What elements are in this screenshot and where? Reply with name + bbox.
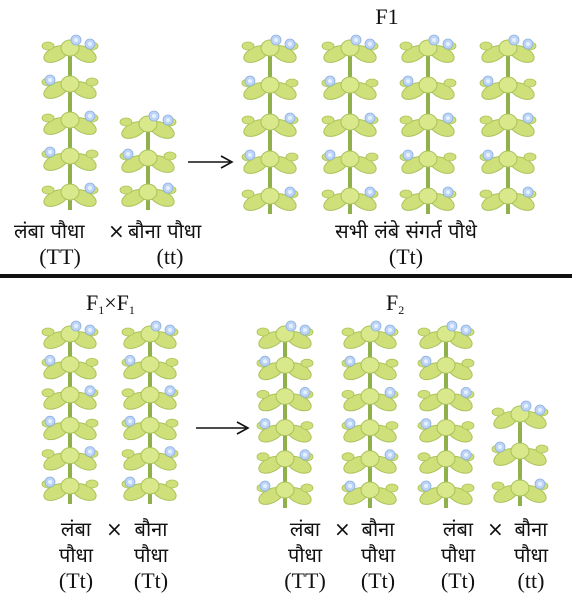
parent-tall-label: लंबा पौधा — [14, 220, 85, 242]
left-cross-sign: × — [106, 518, 123, 540]
plant-f2-2 — [341, 321, 398, 508]
plant-f1-cross-1 — [41, 321, 98, 504]
left-dwarf-genotype: (Tt) — [134, 570, 168, 592]
f2-pair1-tall-line2: पौधा — [288, 544, 322, 566]
arrow-parents-to-f1 — [188, 156, 232, 168]
parent-dwarf-genotype: (tt) — [157, 246, 184, 268]
f2-pair1-dwarf-line2: पौधा — [361, 544, 395, 566]
arrows-layer — [188, 156, 248, 434]
arrow-f1-to-f2 — [196, 422, 248, 434]
f1-title: F1 — [375, 6, 398, 28]
parent-dwarf-label: बौना पौधा — [128, 220, 201, 242]
left-dwarf-line2: पौधा — [134, 544, 168, 566]
plant-f2-1 — [256, 321, 313, 508]
f2-pair1-dwarf-line1: बौना — [362, 518, 395, 540]
plant-f1-1 — [241, 35, 298, 214]
f2-pair2-dwarf-line1: बौना — [515, 518, 548, 540]
f2-pair2-dwarf-line2: पौधा — [514, 544, 548, 566]
plant-dwarf-parent — [119, 111, 176, 210]
plant-f1-2 — [321, 35, 378, 214]
plant-tall-parent — [41, 35, 98, 210]
cross-sign: × — [108, 220, 125, 242]
left-tall-line2: पौधा — [59, 544, 93, 566]
offspring-genotype: (Tt) — [389, 246, 423, 268]
f2-pair2-tall-line2: पौधा — [441, 544, 475, 566]
offspring-label: सभी लंबे संगर्त पौधे — [335, 220, 477, 242]
plant-f1-3 — [399, 35, 456, 214]
left-tall-line1: लंबा — [61, 518, 91, 540]
parent-tall-genotype: (TT) — [39, 246, 81, 268]
plant-f1-4 — [479, 35, 536, 214]
f2-pair2-cross-sign: × — [487, 518, 504, 540]
section-divider — [0, 274, 572, 278]
f2-title: F2 — [386, 292, 404, 321]
f2-pair1-tall-line1: लंबा — [290, 518, 320, 540]
plants-layer — [41, 35, 548, 508]
f2-pair1-tall-genotype: (TT) — [284, 570, 326, 592]
plant-f2-4 — [491, 401, 548, 506]
left-dwarf-line1: बौना — [135, 518, 168, 540]
plant-f1-cross-2 — [121, 321, 178, 504]
f2-pair1-dwarf-genotype: (Tt) — [361, 570, 395, 592]
f2-pair1-cross-sign: × — [334, 518, 351, 540]
f1-cross-title: F1×F1 — [86, 292, 135, 321]
f2-pair2-tall-line1: लंबा — [443, 518, 473, 540]
f2-pair2-dwarf-genotype: (tt) — [518, 570, 545, 592]
plant-f2-3 — [417, 321, 474, 508]
left-tall-genotype: (Tt) — [59, 570, 93, 592]
f2-pair2-tall-genotype: (Tt) — [441, 570, 475, 592]
